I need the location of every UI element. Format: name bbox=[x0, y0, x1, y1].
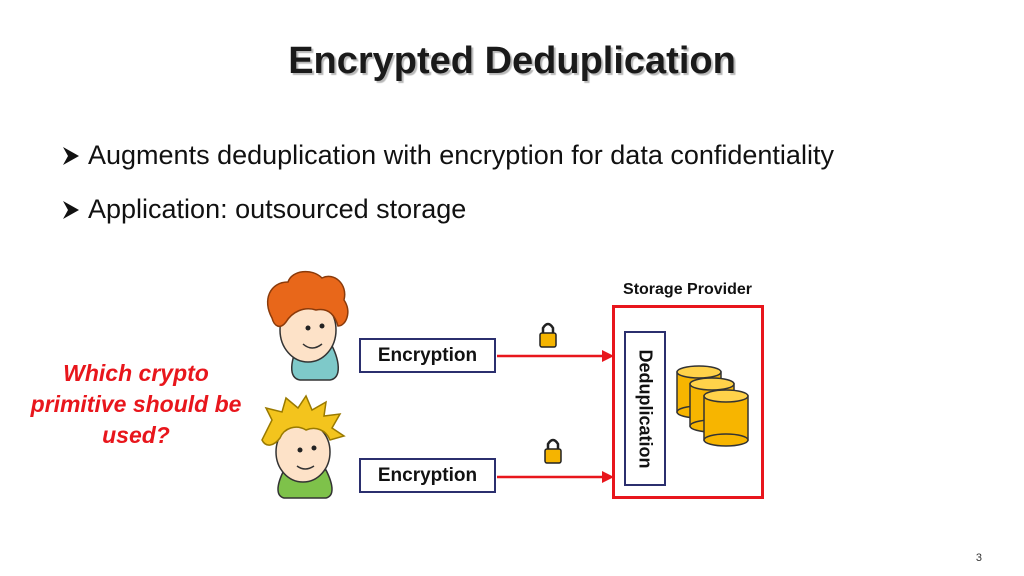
crypto-question: Which crypto primitive should be used? bbox=[30, 360, 242, 448]
bullet-text: Augments deduplication with encryption f… bbox=[88, 140, 834, 170]
database-stack-icon bbox=[676, 365, 749, 447]
blond-user-icon bbox=[261, 394, 346, 499]
storage-provider-box bbox=[612, 305, 764, 499]
deduplication-box: Deduplication bbox=[624, 331, 666, 486]
arrow-bullet-icon bbox=[63, 200, 79, 219]
bullet-item: Augments deduplication with encryption f… bbox=[60, 140, 834, 171]
lock-icon bbox=[544, 438, 562, 464]
bullet-text: Application: outsourced storage bbox=[88, 194, 467, 224]
lock-icon bbox=[539, 322, 557, 348]
upload-arrow bbox=[497, 471, 614, 483]
deduplication-label: Deduplication bbox=[635, 348, 656, 469]
bullet-item: Application: outsourced storage bbox=[60, 194, 466, 225]
red-haired-user-icon bbox=[267, 270, 349, 381]
upload-arrow bbox=[497, 350, 614, 362]
slide-title: Encrypted Deduplication bbox=[288, 40, 736, 82]
page-number: 3 bbox=[975, 552, 982, 564]
encryption-box: Encryption bbox=[359, 458, 496, 493]
storage-provider-label: Storage Provider bbox=[623, 281, 752, 298]
arrow-bullet-icon bbox=[63, 146, 79, 165]
encryption-box: Encryption bbox=[359, 338, 496, 373]
